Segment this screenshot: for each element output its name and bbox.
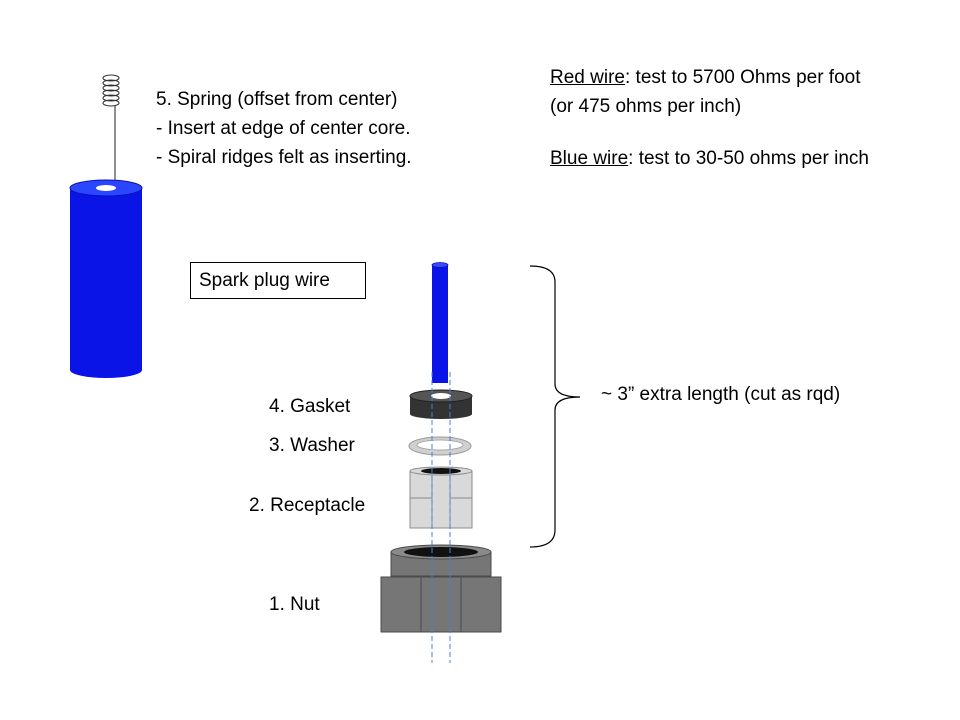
blue-wire-text: : test to 30-50 ohms per inch <box>628 148 869 169</box>
blue-wire-label: Blue wire <box>550 148 629 169</box>
spring-instruction-2: - Spiral ridges felt as inserting. <box>156 147 412 168</box>
extra-length-note: ~ 3” extra length (cut as rqd) <box>601 384 841 405</box>
receptacle-label: 2. Receptacle <box>249 495 366 516</box>
spark-plug-wire-rod <box>431 262 449 383</box>
length-brace <box>529 265 581 548</box>
gasket-part <box>409 389 473 419</box>
washer-label: 3. Washer <box>269 435 355 456</box>
gasket-label: 4. Gasket <box>269 396 351 417</box>
blue-wire-spec: Blue wire: test to 30-50 ohms per inch <box>550 144 869 173</box>
red-wire-spec-2: (or 475 ohms per inch) <box>550 96 742 117</box>
red-wire-label: Red wire <box>550 67 625 88</box>
red-wire-text: : test to 5700 Ohms per foot <box>624 67 861 88</box>
blue-core-cylinder-icon <box>69 179 143 378</box>
center-guide-lines <box>431 372 451 663</box>
receptacle-part <box>409 466 473 529</box>
washer-part <box>408 436 472 456</box>
spring-instruction-1: - Insert at edge of center core. <box>156 118 411 139</box>
spring-icon <box>102 74 120 186</box>
spark-plug-wire-label: Spark plug wire <box>190 262 366 299</box>
red-wire-spec: Red wire: test to 5700 Ohms per foot <box>550 63 861 92</box>
nut-label: 1. Nut <box>269 594 320 615</box>
nut-part <box>380 544 502 633</box>
spring-title: 5. Spring (offset from center) <box>156 89 398 110</box>
